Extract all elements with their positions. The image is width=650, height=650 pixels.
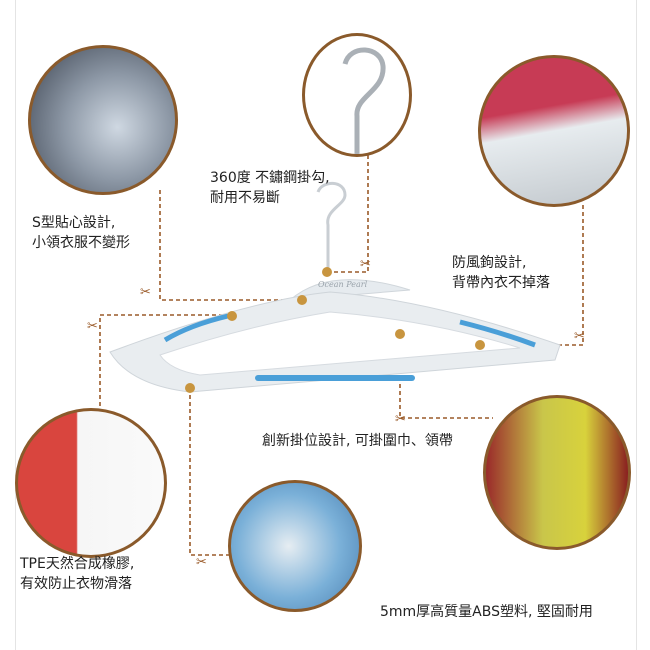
photo-innovative-slot: [483, 395, 631, 550]
caption-tpe: TPE天然合成橡膠, 有效防止衣物滑落: [20, 554, 134, 594]
hanger-inner-gap: [159, 311, 521, 376]
dot-wind-hook: [475, 340, 485, 350]
connector-wind-hook: [482, 205, 584, 346]
caption-innovative-slot: 創新掛位設計, 可掛圍巾、領帶: [262, 431, 453, 451]
photo-hook: [302, 33, 412, 157]
tpe-grip-bottom: [255, 375, 415, 381]
hanger-brand-mark: Ocean Pearl: [318, 280, 368, 289]
caption-wind-hook: 防風鉤設計, 背帶內衣不掉落: [452, 253, 550, 293]
caption-abs: 5mm厚高質量ABS塑料, 堅固耐用: [380, 602, 593, 622]
caption-line: 耐用不易斷: [210, 190, 280, 206]
page-frame: [15, 0, 637, 650]
caption-line: 防風鉤設計,: [452, 255, 527, 271]
caption-s-shape: S型貼心設計, 小領衣服不變形: [32, 213, 130, 253]
tpe-grip-left: [163, 313, 229, 343]
caption-line: 小領衣服不變形: [32, 235, 130, 251]
dot-abs: [185, 383, 195, 393]
scissors-icon: ✂: [574, 329, 585, 344]
connector-s-shape: [159, 190, 300, 301]
photo-tpe: [15, 408, 167, 558]
caption-line: TPE天然合成橡膠,: [20, 556, 135, 572]
caption-line: 360度 不鏽鋼掛勾,: [210, 170, 330, 186]
dot-innovative: [395, 329, 405, 339]
hanger-illustration: [109, 181, 561, 393]
dot-tpe: [227, 311, 237, 321]
dot-hook: [322, 267, 332, 277]
photo-abs: [228, 480, 362, 612]
photo-wind-hook: [478, 55, 630, 207]
caption-line: 5mm厚高質量ABS塑料, 堅固耐用: [380, 604, 593, 620]
scissors-icon: ✂: [196, 555, 207, 570]
scissors-icon: ✂: [360, 257, 371, 272]
caption-line: 創新掛位設計, 可掛圍巾、領帶: [262, 433, 453, 449]
hanger-hook-wire: [316, 181, 347, 272]
caption-line: S型貼心設計,: [32, 215, 116, 231]
dot-s-shape: [297, 295, 307, 305]
connector-tpe: [99, 314, 230, 410]
caption-line: 有效防止衣物滑落: [20, 576, 132, 592]
photo-s-shape: [28, 45, 178, 195]
caption-hook: 360度 不鏽鋼掛勾, 耐用不易斷: [210, 168, 330, 208]
connector-hook: [330, 155, 369, 273]
tpe-grip-right: [459, 319, 536, 348]
connector-abs: [189, 388, 230, 556]
scissors-icon: ✂: [395, 412, 406, 427]
caption-line: 背帶內衣不掉落: [452, 275, 550, 291]
scissors-icon: ✂: [140, 285, 151, 300]
scissors-icon: ✂: [87, 319, 98, 334]
